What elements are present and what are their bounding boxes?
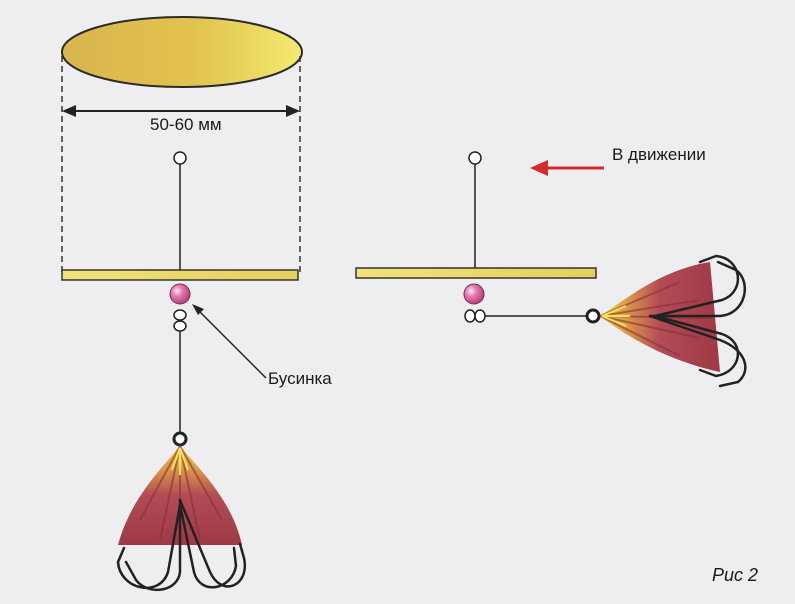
bead-label: Бусинка <box>268 369 332 388</box>
ring-right-1 <box>464 309 476 323</box>
dimension-label: 50-60 мм <box>150 115 222 134</box>
dimension-line <box>62 105 300 117</box>
feather-tail-left <box>118 445 242 545</box>
wire-loop-top-left <box>173 151 187 165</box>
ring-left-2 <box>173 320 187 332</box>
blade-edge-left <box>61 269 299 281</box>
bead-pointer <box>192 304 267 379</box>
ring-left-1 <box>173 309 187 321</box>
motion-arrow <box>530 160 604 176</box>
ring-right-2 <box>474 309 486 323</box>
swivel-ring-right <box>585 308 601 324</box>
bead-right <box>463 283 485 305</box>
wire-loop-top-right <box>468 151 482 165</box>
figure-caption: Рис 2 <box>712 565 759 585</box>
right-figure <box>355 151 747 388</box>
bead-left <box>169 283 191 305</box>
treble-hook-right <box>648 254 747 388</box>
spoon-blade-ellipse <box>61 16 303 88</box>
blade-edge-right <box>355 267 597 279</box>
swivel-ring-left <box>172 431 188 447</box>
left-figure <box>61 16 303 592</box>
treble-hook-left <box>116 498 247 592</box>
motion-label: В движении <box>612 145 706 164</box>
